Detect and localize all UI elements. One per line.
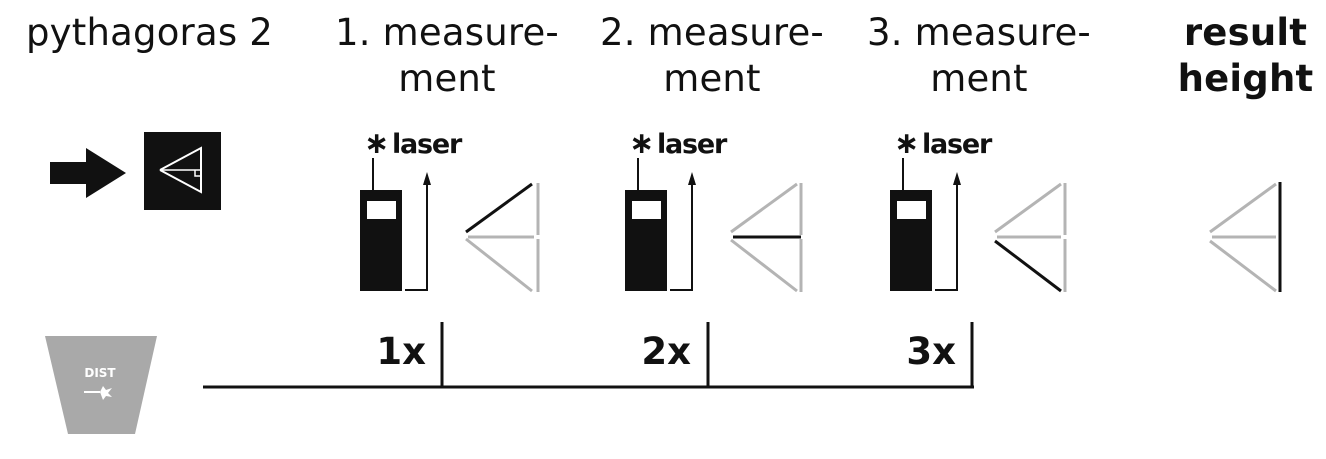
laser-device-icon [360,158,431,291]
page-title: pythagoras 2 [26,11,274,54]
laser-label-2: ∗laser [629,126,727,161]
laser-label-1: ∗laser [364,126,462,161]
measurement-triangle-3 [994,182,1067,293]
step-3-header-line1: 3. measure- [867,11,1091,54]
laser-star-icon: ∗ [894,126,919,161]
count-1: 1x [376,330,426,373]
dist-button-icon[interactable] [45,336,157,434]
result-header-line2: height [1177,57,1314,100]
step-3-header: 3. measure- ment [864,10,1094,102]
step-2-header-line1: 2. measure- [600,11,824,54]
laser-star-icon: ∗ [629,126,654,161]
step-2-header: 2. measure- ment [597,10,827,102]
count-2: 2x [641,330,691,373]
laser-label-3: ∗laser [894,126,992,161]
laser-text: laser [656,129,727,160]
arrow-right-icon [50,148,126,198]
laser-text: laser [921,129,992,160]
pythagoras-triangle-icon[interactable] [144,132,221,210]
measurement-triangle-2 [730,182,803,293]
step-1-header-line1: 1. measure- [335,11,559,54]
step-2-header-line2: ment [663,57,761,100]
result-header-line1: result [1183,11,1308,54]
laser-star-icon: ∗ [364,126,389,161]
step-1-header-line2: ment [398,57,496,100]
count-3: 3x [906,330,956,373]
result-header: result height [1168,10,1323,102]
laser-device-icon [625,158,696,291]
laser-device-icon [890,158,961,291]
measurement-triangle-1 [465,182,540,293]
step-3-header-line2: ment [930,57,1028,100]
laser-text: laser [391,129,462,160]
step-1-header: 1. measure- ment [332,10,562,102]
dist-button-label: DIST [84,366,116,380]
timeline [203,322,974,389]
result-triangle [1209,182,1282,293]
